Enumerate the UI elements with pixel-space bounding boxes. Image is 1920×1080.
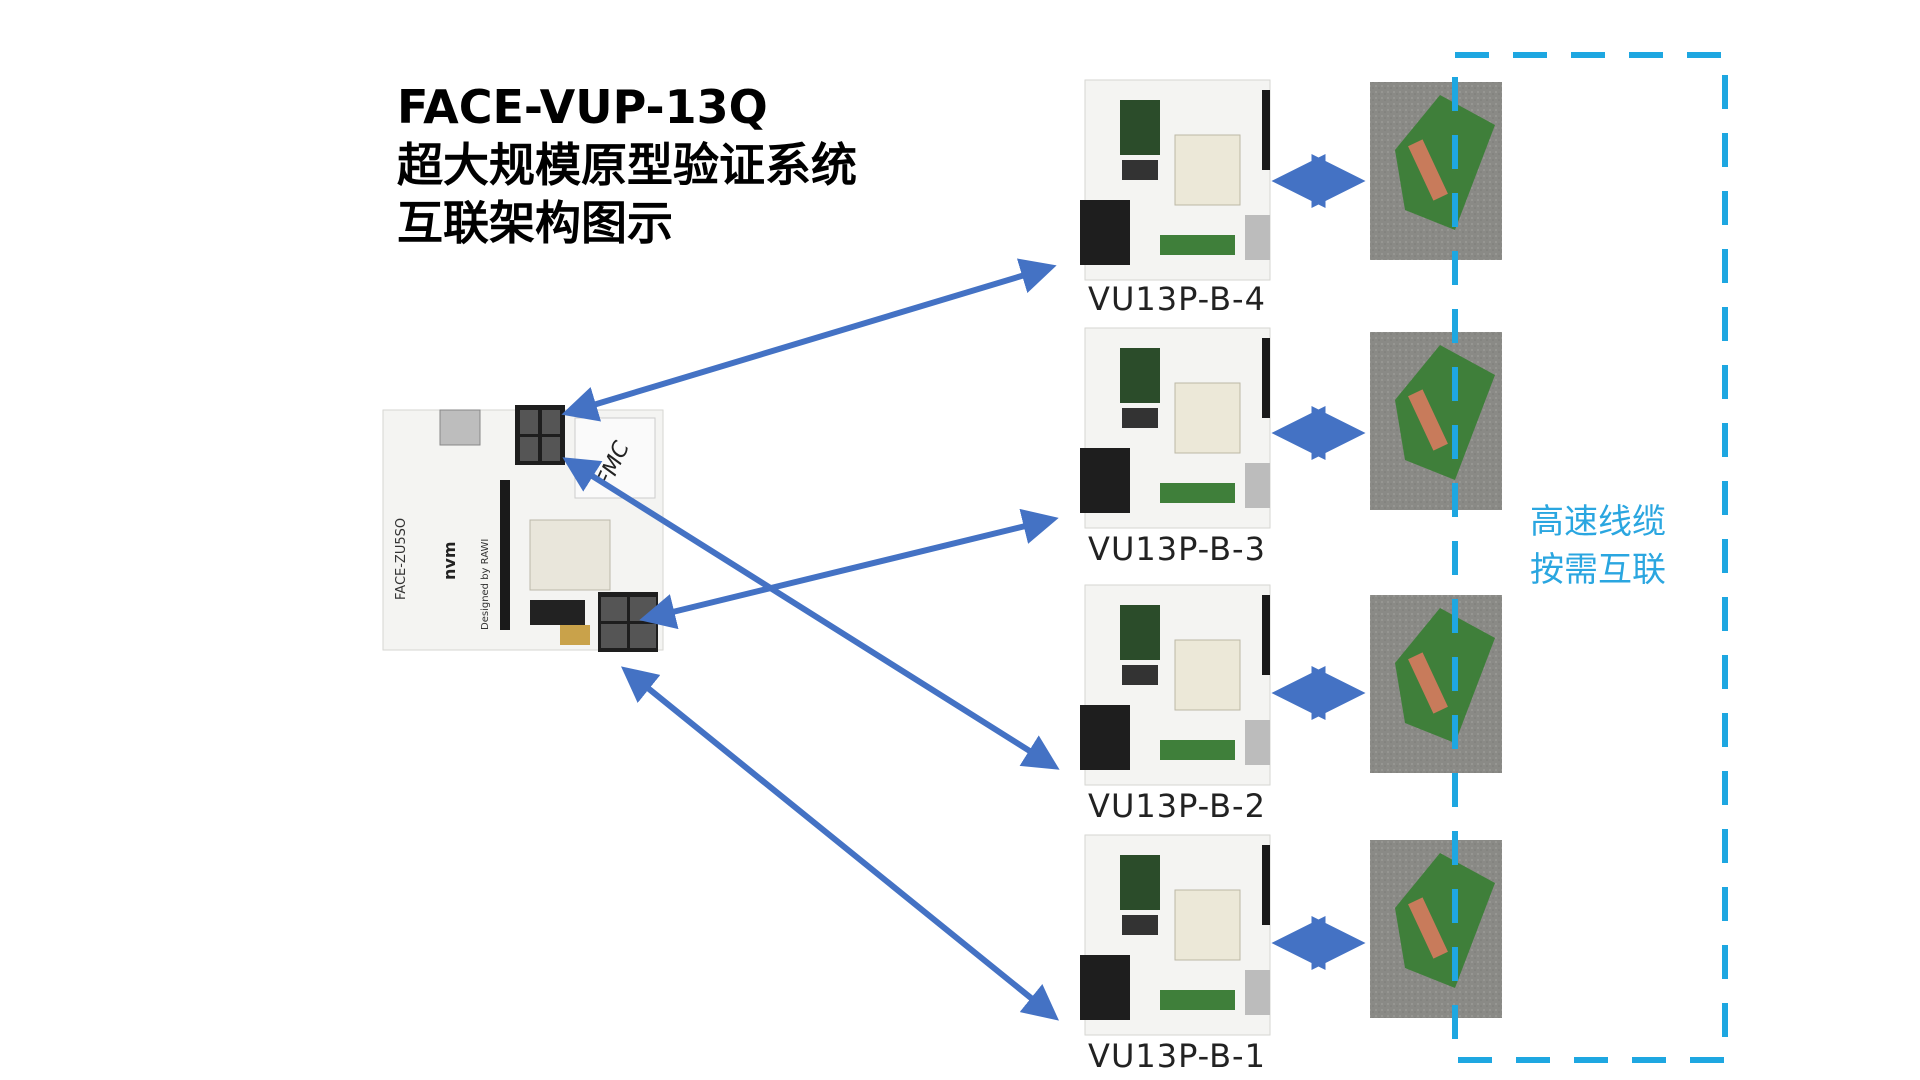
link-arrow-host-b4 [561,258,1057,422]
host-board-silkscreen: FACE-ZU5SO [394,518,409,600]
nvm-logo-text: nvm [440,542,459,581]
board-label-b2: VU13P-B-2 [1088,787,1266,825]
cable-note-line-2: 按需互联 [1530,550,1666,590]
daughter-card-4 [1370,82,1502,260]
vu13p-board-2 [1080,584,1271,786]
daughter-card-1 [1370,840,1502,1018]
daughter-card-2 [1370,595,1502,773]
cable-note: 高速线缆 按需互联 [1530,498,1666,594]
diagram-title: FACE-VUP-13Q 超大规模原型验证系统 互联架构图示 [397,78,857,252]
link-arrow-host-b1 [621,666,1059,1021]
vu13p-board-3 [1080,327,1271,529]
daughter-card-3 [1370,332,1502,510]
link-arrow-host-b3 [639,508,1059,630]
title-line-3: 互联架构图示 [397,196,673,250]
host-fpga-board: FMC FACE-ZU5SO nvm Designed by RAWI [382,405,664,652]
title-line-1: FACE-VUP-13Q [397,80,768,134]
designed-by-text: Designed by RAWI [480,539,491,630]
cable-note-line-1: 高速线缆 [1530,502,1666,542]
vu13p-board-4 [1080,79,1271,281]
board-label-b3: VU13P-B-3 [1088,530,1266,568]
vu13p-board-1 [1080,834,1271,1036]
board-label-b4: VU13P-B-4 [1088,280,1266,318]
board-label-b1: VU13P-B-1 [1088,1037,1266,1075]
title-line-2: 超大规模原型验证系统 [397,138,857,192]
high-speed-cable-box [1452,52,1728,1063]
